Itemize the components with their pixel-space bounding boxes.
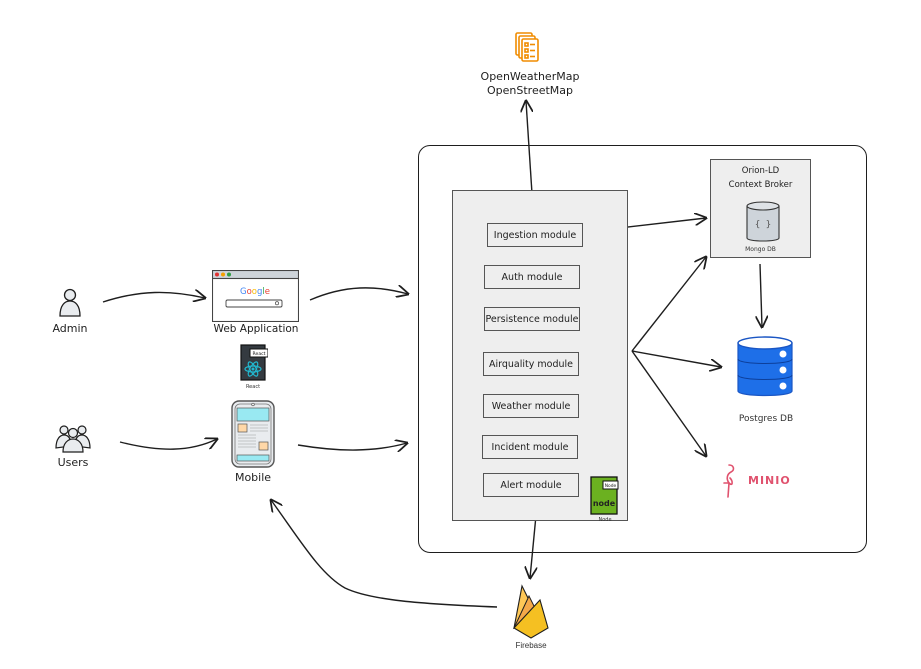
minio-node[interactable]: MINIO xyxy=(720,463,810,501)
admin-actor[interactable]: Admin xyxy=(50,286,90,338)
users-label: Users xyxy=(57,456,89,469)
orion-title-line1: Orion-LD xyxy=(741,166,780,176)
module-weather[interactable]: Weather module xyxy=(483,394,579,418)
mobile-phone-icon xyxy=(231,400,275,468)
firebase-flame-icon xyxy=(512,584,549,639)
web-application-label: Web Application xyxy=(213,323,299,335)
flamingo-icon xyxy=(723,464,735,498)
svg-text:node: node xyxy=(593,499,616,508)
mongodb-label: Mongo DB xyxy=(745,246,776,253)
arrow-mobile-to-backend xyxy=(297,443,407,450)
svg-text:React: React xyxy=(253,351,266,357)
react-tech-badge: React React xyxy=(234,344,272,392)
svg-text:{ }: { } xyxy=(755,220,771,230)
react-logo-icon: React xyxy=(240,344,268,381)
external-api-openweathermap: OpenWeatherMap xyxy=(480,70,580,83)
arrow-admin-to-web xyxy=(102,292,205,303)
mobile-label: Mobile xyxy=(234,471,272,484)
mongodb-cylinder-icon: { } xyxy=(746,201,780,242)
node-label: Node xyxy=(598,517,612,523)
module-persistence[interactable]: Persistence module xyxy=(484,307,580,331)
module-ingestion[interactable]: Ingestion module xyxy=(487,223,583,247)
module-alert[interactable]: Alert module xyxy=(483,473,579,497)
backend-boundary xyxy=(418,145,867,553)
arrow-users-to-mobile xyxy=(119,439,217,450)
orion-title-line2: Context Broker xyxy=(728,180,793,190)
node-tech-badge: Node node Node xyxy=(588,474,622,524)
users-actor[interactable]: Users xyxy=(50,421,96,473)
arrow-web-to-backend xyxy=(309,288,408,301)
postgres-db-node[interactable]: Postgres DB xyxy=(725,333,807,428)
external-apis-node[interactable]: OpenWeatherMap OpenStreetMap xyxy=(466,28,594,98)
external-api-openstreetmap: OpenStreetMap xyxy=(486,84,574,97)
module-incident[interactable]: Incident module xyxy=(482,435,578,459)
database-icon xyxy=(737,336,793,397)
document-list-icon xyxy=(515,32,539,62)
google-logo: Google xyxy=(240,287,270,297)
nodejs-logo-icon: Node node xyxy=(590,476,619,515)
firebase-label: Firebase xyxy=(515,641,547,650)
browser-window-icon: Google xyxy=(212,270,299,322)
svg-text:Node: Node xyxy=(605,483,617,489)
admin-label: Admin xyxy=(52,322,88,335)
mobile-node[interactable]: Mobile xyxy=(228,400,278,486)
module-airquality[interactable]: Airquality module xyxy=(483,352,579,376)
user-group-icon xyxy=(55,425,91,453)
orion-context-broker[interactable]: Orion-LD Context Broker { } Mongo DB xyxy=(710,159,811,258)
firebase-node[interactable]: Firebase xyxy=(505,584,557,654)
react-label: React xyxy=(245,384,261,390)
user-icon xyxy=(59,288,81,317)
module-auth[interactable]: Auth module xyxy=(484,265,580,289)
postgres-label: Postgres DB xyxy=(738,414,794,424)
minio-label: MINIO xyxy=(748,474,791,487)
web-application-node[interactable]: Google Web Application xyxy=(208,270,304,338)
